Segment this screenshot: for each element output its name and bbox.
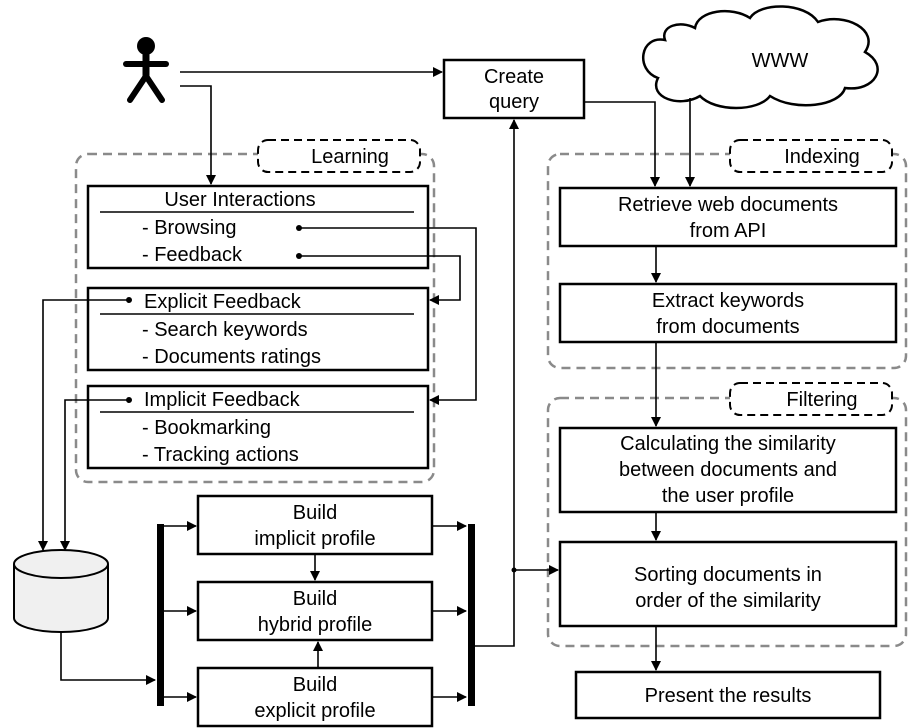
create-query-line-2: query xyxy=(489,91,539,113)
learning-tag: Learning xyxy=(311,146,389,168)
explicit-feedback-item-ratings: - Documents ratings xyxy=(142,346,321,368)
user-interactions-item-feedback: - Feedback xyxy=(142,244,243,266)
retrieve-line-2: from API xyxy=(690,220,767,242)
www-cloud: WWW xyxy=(642,5,879,110)
extract-line-1: Extract keywords xyxy=(652,290,804,312)
explicit-feedback-item-keywords: - Search keywords xyxy=(142,319,308,341)
explicit-profile-line-1: Build xyxy=(293,674,337,696)
sorting-line-2: order of the similarity xyxy=(635,590,821,612)
user-icon xyxy=(123,37,169,103)
user-interactions-item-browsing: - Browsing xyxy=(142,217,236,239)
explicit-profile-line-2: explicit profile xyxy=(254,700,375,722)
hybrid-profile-line-1: Build xyxy=(293,588,337,610)
build-hybrid-profile-box: Build hybrid profile xyxy=(196,580,434,642)
implicit-profile-line-1: Build xyxy=(293,502,337,524)
build-explicit-profile-box: Build explicit profile xyxy=(196,666,434,728)
present-results-box: Present the results xyxy=(574,670,882,720)
join-bar-right xyxy=(468,524,475,706)
implicit-feedback-title: Implicit Feedback xyxy=(144,389,301,411)
implicit-profile-line-2: implicit profile xyxy=(254,528,375,550)
retrieve-line-1: Retrieve web documents xyxy=(618,194,838,216)
create-query-box: Create query xyxy=(442,58,586,120)
indexing-tag: Indexing xyxy=(784,146,860,168)
user-interactions-title: User Interactions xyxy=(164,189,315,211)
fork-bar-left xyxy=(157,524,164,706)
explicit-feedback-title: Explicit Feedback xyxy=(144,291,302,313)
build-implicit-profile-box: Build implicit profile xyxy=(196,494,434,556)
hybrid-profile-line-2: hybrid profile xyxy=(258,614,373,636)
implicit-feedback-item-bookmarking: - Bookmarking xyxy=(142,417,271,439)
extract-line-2: from documents xyxy=(656,316,799,338)
filtering-tag: Filtering xyxy=(786,389,857,411)
sorting-line-1: Sorting documents in xyxy=(634,564,822,586)
present-results-label: Present the results xyxy=(645,685,812,707)
implicit-feedback-item-tracking: - Tracking actions xyxy=(142,444,299,466)
indexing-group: Indexing Retrieve web documents from API… xyxy=(546,139,908,370)
calculating-line-2: between documents and xyxy=(619,459,837,481)
calculating-line-3: the user profile xyxy=(662,485,794,507)
filtering-group: Filtering Calculating the similarity bet… xyxy=(546,382,908,648)
connectors xyxy=(38,67,695,702)
calculating-line-1: Calculating the similarity xyxy=(620,433,836,455)
create-query-line-1: Create xyxy=(484,66,544,88)
cloud-icon xyxy=(642,5,879,110)
cloud-label: WWW xyxy=(752,50,809,72)
learning-group: Learning User Interactions - Browsing - … xyxy=(74,139,436,484)
database-icon xyxy=(13,549,109,633)
